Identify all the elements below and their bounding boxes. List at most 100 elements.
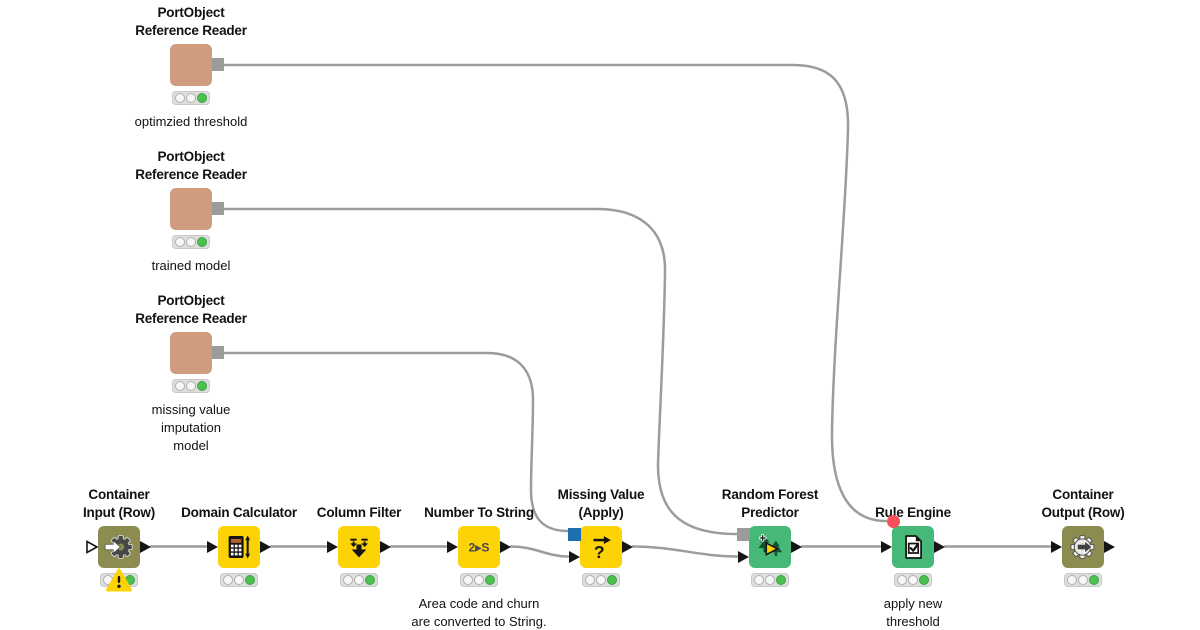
traffic-light-off (234, 575, 244, 585)
number-to-string-input-port[interactable] (447, 540, 458, 553)
random-forest-predictor-output-port[interactable] (791, 540, 802, 553)
number-to-string-traffic-light (460, 573, 498, 587)
container-output-output-port[interactable] (1104, 540, 1115, 553)
traffic-light-off (897, 575, 907, 585)
reader-threshold-title: Reference Reader (135, 23, 247, 38)
domain-calculator-input-port[interactable] (207, 540, 218, 553)
missing-value-apply-icon: ? (580, 526, 622, 568)
column-filter-node[interactable] (338, 526, 380, 568)
reader-threshold-annotation: optimzied threshold (134, 114, 248, 129)
missing-value-apply-output-port[interactable] (622, 540, 633, 553)
missing-value-glyph: ? (594, 542, 605, 562)
traffic-light-green (776, 575, 786, 585)
missing-value-apply-node[interactable]: ? (580, 526, 622, 568)
reader-threshold-output-port[interactable] (212, 58, 224, 71)
container-input-warning-icon (106, 568, 132, 592)
random-forest-predictor-title: Random Forest (721, 487, 819, 502)
reader-imputation-traffic-light (172, 379, 210, 393)
traffic-light-green (485, 575, 495, 585)
rule-engine-input-port[interactable] (881, 540, 892, 553)
container-input-title: Input (Row) (82, 505, 156, 520)
reader-threshold-node[interactable] (170, 44, 212, 86)
domain-calculator-output-port[interactable] (260, 540, 271, 553)
container-output-input-port[interactable] (1051, 540, 1062, 553)
number-to-string-output-port[interactable] (500, 540, 511, 553)
reader-imputation-output-port[interactable] (212, 346, 224, 359)
reader-imputation-node[interactable] (170, 332, 212, 374)
reader-trained-model-node[interactable] (170, 188, 212, 230)
random-forest-predictor-input-port[interactable] (738, 550, 749, 563)
traffic-light-off (175, 93, 185, 103)
missing-value-apply-input-port[interactable] (569, 550, 580, 563)
column-filter-output-port[interactable] (380, 540, 391, 553)
traffic-light-green (245, 575, 255, 585)
rule-engine-node[interactable] (892, 526, 934, 568)
connection-number-to-string--missing-value-apply[interactable] (509, 545, 570, 558)
traffic-light-green (197, 381, 207, 391)
number-to-string-annotation: Area code and churn (418, 596, 540, 611)
random-forest-predictor-traffic-light (751, 573, 789, 587)
reader-threshold-traffic-light (172, 91, 210, 105)
domain-calculator-node[interactable] (218, 526, 260, 568)
traffic-light-off (596, 575, 606, 585)
container-input-node[interactable] (98, 526, 140, 568)
reader-imputation-annotation: imputation (161, 420, 221, 435)
column-filter-input-port[interactable] (327, 540, 338, 553)
rule-engine-annotation: threshold (886, 614, 940, 629)
traffic-light-off (186, 237, 196, 247)
missing-value-apply-traffic-light (582, 573, 620, 587)
reader-trained-model-output-port[interactable] (212, 202, 224, 215)
connection-missing-value-apply--random-forest-predictor[interactable] (631, 545, 739, 558)
missing-value-apply-title: Missing Value (557, 487, 645, 502)
rule-engine-annotation: apply new (883, 596, 943, 611)
rule-engine-output-port[interactable] (934, 540, 945, 553)
column-filter-icon (338, 526, 380, 568)
container-input-output-port[interactable] (140, 540, 151, 553)
reader-imputation-annotation: model (173, 438, 209, 453)
connection-reader-threshold--rule-engine[interactable] (222, 63, 888, 523)
connection-reader-trained-model--random-forest-predictor[interactable] (222, 207, 739, 536)
random-forest-predictor-model-input-port[interactable] (737, 528, 750, 541)
traffic-light-off (186, 93, 196, 103)
traffic-light-off (474, 575, 484, 585)
traffic-light-off (354, 575, 364, 585)
random-forest-predictor-icon (749, 526, 791, 568)
number-to-string-icon: 2▸S (458, 526, 500, 568)
reader-trained-model-traffic-light (172, 235, 210, 249)
reader-trained-model-annotation: trained model (151, 258, 231, 273)
traffic-light-off (175, 237, 185, 247)
column-filter-traffic-light (340, 573, 378, 587)
rule-engine-traffic-light (894, 573, 932, 587)
traffic-light-green (197, 93, 207, 103)
traffic-light-off (908, 575, 918, 585)
traffic-light-green (607, 575, 617, 585)
container-output-node[interactable] (1062, 526, 1104, 568)
rule-engine-flow-variable-port[interactable] (886, 515, 900, 528)
reader-imputation-annotation: missing value (151, 402, 231, 417)
container-output-traffic-light (1064, 573, 1102, 587)
missing-value-apply-title: (Apply) (578, 505, 624, 520)
random-forest-predictor-node[interactable] (749, 526, 791, 568)
missing-value-apply-model-input-port[interactable] (568, 528, 581, 541)
reader-imputation-title: Reference Reader (135, 311, 247, 326)
reader-threshold-title: PortObject (157, 5, 225, 20)
random-forest-predictor-title: Predictor (741, 505, 799, 520)
traffic-light-off (1067, 575, 1077, 585)
reader-trained-model-title: PortObject (157, 149, 225, 164)
container-input-icon (98, 526, 140, 568)
rule-engine-icon (892, 526, 934, 568)
traffic-light-green (197, 237, 207, 247)
connection-reader-imputation--missing-value-apply[interactable] (222, 351, 570, 533)
traffic-light-off (754, 575, 764, 585)
number-to-string-glyph: 2▸S (469, 541, 490, 555)
traffic-light-off (186, 381, 196, 391)
container-input-input-port[interactable] (86, 540, 99, 554)
traffic-light-off (223, 575, 233, 585)
reader-imputation-title: PortObject (157, 293, 225, 308)
number-to-string-title: Number To String (424, 505, 534, 520)
container-output-title: Container (1052, 487, 1114, 502)
traffic-light-green (365, 575, 375, 585)
number-to-string-node[interactable]: 2▸S (458, 526, 500, 568)
